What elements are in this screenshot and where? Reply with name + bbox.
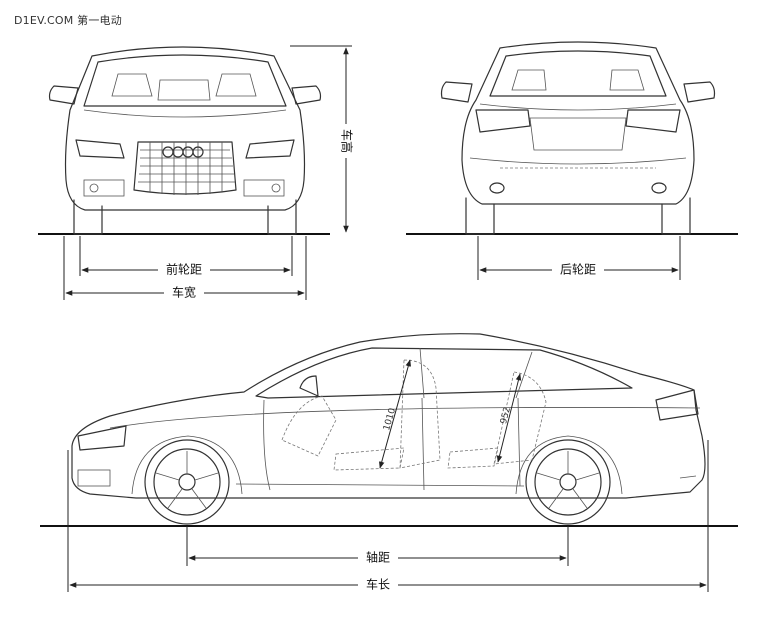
rear-track-label: 后轮距: [560, 263, 596, 277]
front-right-wheel: [267, 199, 297, 235]
wheelbase-label: 轴距: [366, 550, 390, 565]
side-view: 1010 952 轴距 车长: [40, 333, 738, 593]
side-taillight: [655, 389, 699, 421]
front-body-outline: [64, 46, 306, 211]
rear-body-outline: [461, 41, 695, 205]
front-right-mirror: [291, 85, 322, 105]
watermark: D1EV.COM 第一电动: [14, 14, 122, 27]
front-seat-dim-label: 1010: [382, 407, 398, 432]
rear-left-taillight: [475, 109, 531, 133]
rear-window: [489, 50, 667, 97]
vehicle-height-label: 车高: [340, 129, 355, 153]
rear-seat-dimension: [496, 373, 522, 463]
rear-right-exhaust: [651, 182, 667, 194]
front-left-mirror: [48, 85, 79, 105]
front-seat-dimension: [378, 359, 412, 469]
side-mirror: [299, 375, 319, 397]
rear-right-taillight: [625, 109, 681, 133]
front-view: 车高 前轮距 车宽: [38, 45, 355, 301]
steering-wheel-outline: [281, 395, 337, 457]
front-grille: [133, 141, 237, 195]
side-body-outline: [71, 333, 706, 499]
side-rear-wheel: [525, 439, 611, 525]
rear-left-wheel: [465, 197, 495, 235]
front-windshield: [83, 54, 287, 107]
rear-seat-dim-label: 952: [499, 406, 513, 425]
vehicle-length-label: 车长: [366, 577, 390, 592]
rear-right-mirror: [683, 81, 716, 103]
front-left-wheel: [73, 199, 103, 235]
rear-left-mirror: [440, 81, 473, 103]
front-seat-outline: [399, 359, 441, 469]
side-headlight: [77, 425, 127, 451]
front-left-headlight: [75, 139, 125, 159]
front-track-label: 前轮距: [166, 262, 202, 277]
rear-right-wheel: [661, 197, 691, 235]
vehicle-width-label: 车宽: [172, 285, 196, 300]
side-window-frame: [255, 347, 633, 399]
front-right-headlight: [245, 139, 295, 159]
side-front-wheel: [144, 439, 230, 525]
rear-left-exhaust: [489, 182, 505, 194]
rear-view: 后轮距: [406, 41, 738, 280]
